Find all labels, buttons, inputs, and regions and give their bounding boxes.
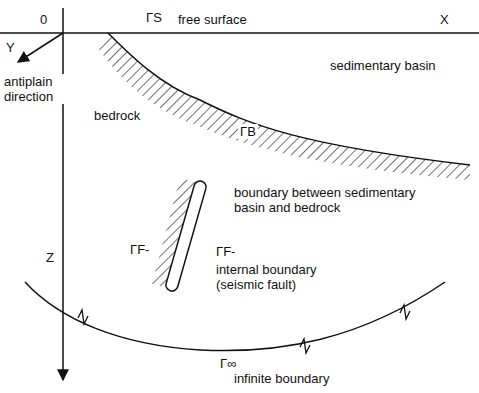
label: antiplain direction bbox=[2, 74, 72, 104]
label: ΓF- bbox=[128, 242, 151, 257]
label: Y bbox=[6, 40, 15, 55]
infinite-boundary bbox=[25, 282, 445, 351]
basin-boundary bbox=[108, 33, 470, 165]
label: X bbox=[440, 12, 449, 27]
label: infinite boundary bbox=[232, 371, 331, 386]
label: ΓF- bbox=[214, 244, 237, 259]
label: bedrock bbox=[92, 108, 142, 123]
y-axis bbox=[18, 33, 63, 62]
label: Z bbox=[44, 250, 56, 265]
label: Γ∞ bbox=[218, 356, 238, 371]
label: ΓB bbox=[238, 124, 258, 139]
label: internal boundary (seismic fault) bbox=[214, 262, 338, 292]
label: free surface bbox=[178, 12, 247, 27]
break-mark bbox=[300, 339, 310, 353]
x-axis bbox=[0, 32, 479, 34]
break-mark bbox=[78, 310, 88, 324]
bedrock-hatching bbox=[96, 33, 470, 180]
z-axis bbox=[62, 8, 64, 380]
seismic-fault bbox=[165, 180, 208, 293]
label: 0 bbox=[40, 12, 47, 27]
label: sedimentary basin bbox=[330, 58, 436, 73]
label: ΓS bbox=[146, 10, 162, 25]
label: boundary between sedimentary basin and b… bbox=[232, 185, 436, 215]
break-mark bbox=[400, 305, 410, 319]
